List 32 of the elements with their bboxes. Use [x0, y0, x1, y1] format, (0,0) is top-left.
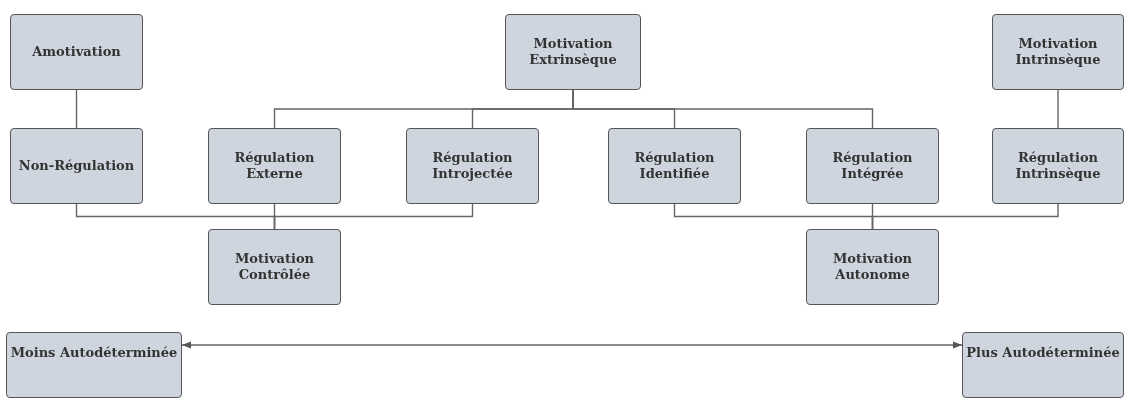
connector-line: [572, 89, 874, 129]
box-label: Amotivation: [32, 43, 121, 61]
concept-box: [608, 128, 741, 204]
box-label: Motivation Autonome: [831, 250, 914, 284]
double-arrow: [181, 341, 963, 349]
box-label: Régulation Intégrée: [831, 149, 914, 183]
connector-line: [273, 203, 474, 230]
box-label: Motivation Extrinsèque: [528, 35, 618, 69]
box-label: Régulation Identifiée: [633, 149, 716, 183]
concept-box: [6, 332, 182, 398]
connector-line: [75, 89, 78, 129]
concept-box: [992, 14, 1124, 90]
concept-box: [208, 128, 341, 204]
concept-box: [406, 128, 539, 204]
box-label: Plus Autodéterminée: [966, 345, 1120, 362]
connector-line: [1057, 89, 1059, 129]
box-label: Moins Autodéterminée: [10, 345, 178, 362]
concept-box: [505, 14, 641, 90]
concept-box: [806, 229, 939, 305]
box-label: Motivation Contrôlée: [233, 250, 316, 284]
box-label: Régulation Intrinsèque: [1014, 149, 1102, 183]
connector-line: [871, 203, 1059, 230]
concept-box: [10, 14, 143, 90]
concept-box: [10, 128, 143, 204]
concept-box: [962, 332, 1124, 398]
concept-box: [208, 229, 341, 305]
box-label: Régulation Introjectée: [431, 149, 514, 183]
box-label: Régulation Externe: [233, 149, 316, 183]
box-label: Motivation Intrinsèque: [1014, 35, 1102, 69]
box-label: Non-Régulation: [18, 157, 135, 175]
concept-box: [992, 128, 1124, 204]
concept-box: [806, 128, 939, 204]
